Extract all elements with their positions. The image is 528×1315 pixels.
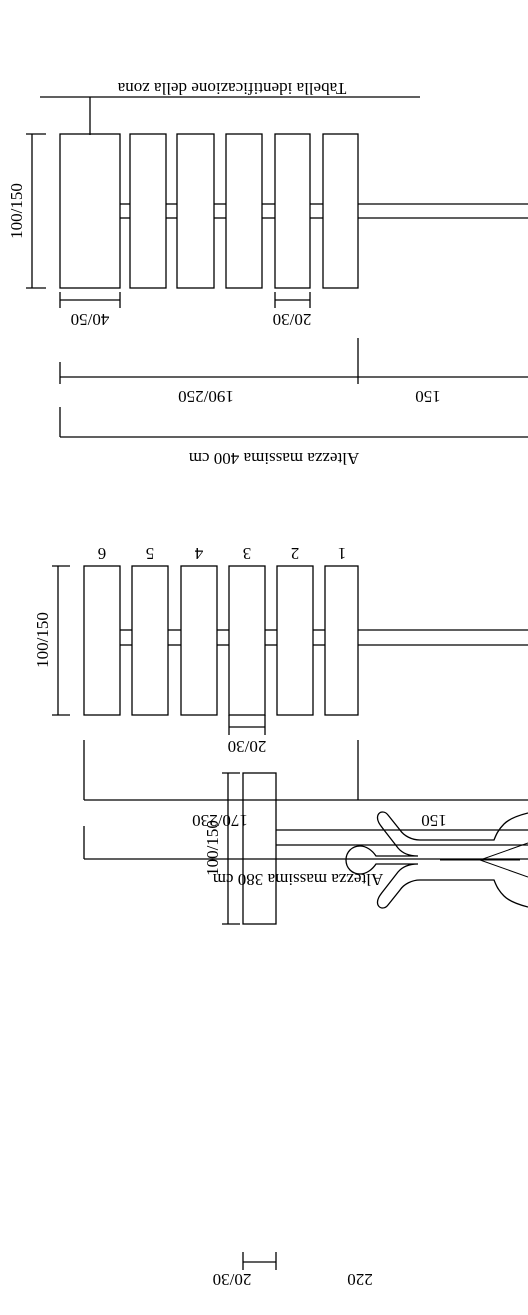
sign-panel-6 bbox=[83, 565, 121, 716]
zone-plate bbox=[59, 133, 121, 289]
sign-panel bbox=[129, 133, 167, 289]
upper-span-label: 170/230 bbox=[192, 811, 248, 830]
total-height-label: Altezza massima 380 cm bbox=[213, 870, 383, 889]
sign-number-4: 4 bbox=[194, 544, 203, 563]
pole-span-label: 150 bbox=[415, 387, 441, 406]
sign-height-label: 100/150 bbox=[33, 612, 52, 668]
sign-gap-label: 20/30 bbox=[213, 1270, 252, 1289]
sign-number-3: 3 bbox=[243, 544, 252, 563]
sign-gap-label: 20/30 bbox=[273, 310, 312, 329]
upper-span-label: 190/250 bbox=[178, 387, 234, 406]
sign-height-label: 100/150 bbox=[203, 820, 222, 876]
sign-panel-1 bbox=[324, 565, 359, 716]
pole-span-label: 150 bbox=[421, 811, 447, 830]
figure-400 bbox=[26, 96, 528, 438]
sign-panel bbox=[242, 772, 277, 925]
pole-span-label: 220 bbox=[347, 1270, 373, 1289]
sign-panel bbox=[274, 133, 311, 289]
figure-380 bbox=[52, 565, 528, 860]
sign-panel bbox=[322, 133, 359, 289]
sign-panel-4 bbox=[180, 565, 218, 716]
sign-panel bbox=[176, 133, 215, 289]
sign-gap-label: 20/30 bbox=[228, 737, 267, 756]
person-silhouette-icon bbox=[345, 811, 528, 909]
sign-panel-5 bbox=[131, 565, 169, 716]
sign-panel bbox=[225, 133, 263, 289]
sign-number-5: 5 bbox=[146, 544, 155, 563]
plate-width-label: 40/50 bbox=[71, 310, 110, 329]
total-height-label: Altezza massima 400 cm bbox=[189, 449, 359, 468]
sign-panel-3 bbox=[228, 565, 266, 716]
sign-number-6: 6 bbox=[98, 544, 107, 563]
sign-panel-2 bbox=[276, 565, 314, 716]
sign-number-2: 2 bbox=[291, 544, 300, 563]
zone-plate-label: Tabella identificazione della zona bbox=[117, 79, 346, 98]
sign-height-label: 100/150 bbox=[7, 183, 26, 239]
sign-number-1: 1 bbox=[338, 544, 347, 563]
labels: Tabella identificazione della zona 100/1… bbox=[7, 79, 447, 1289]
figure-single bbox=[222, 772, 528, 1270]
